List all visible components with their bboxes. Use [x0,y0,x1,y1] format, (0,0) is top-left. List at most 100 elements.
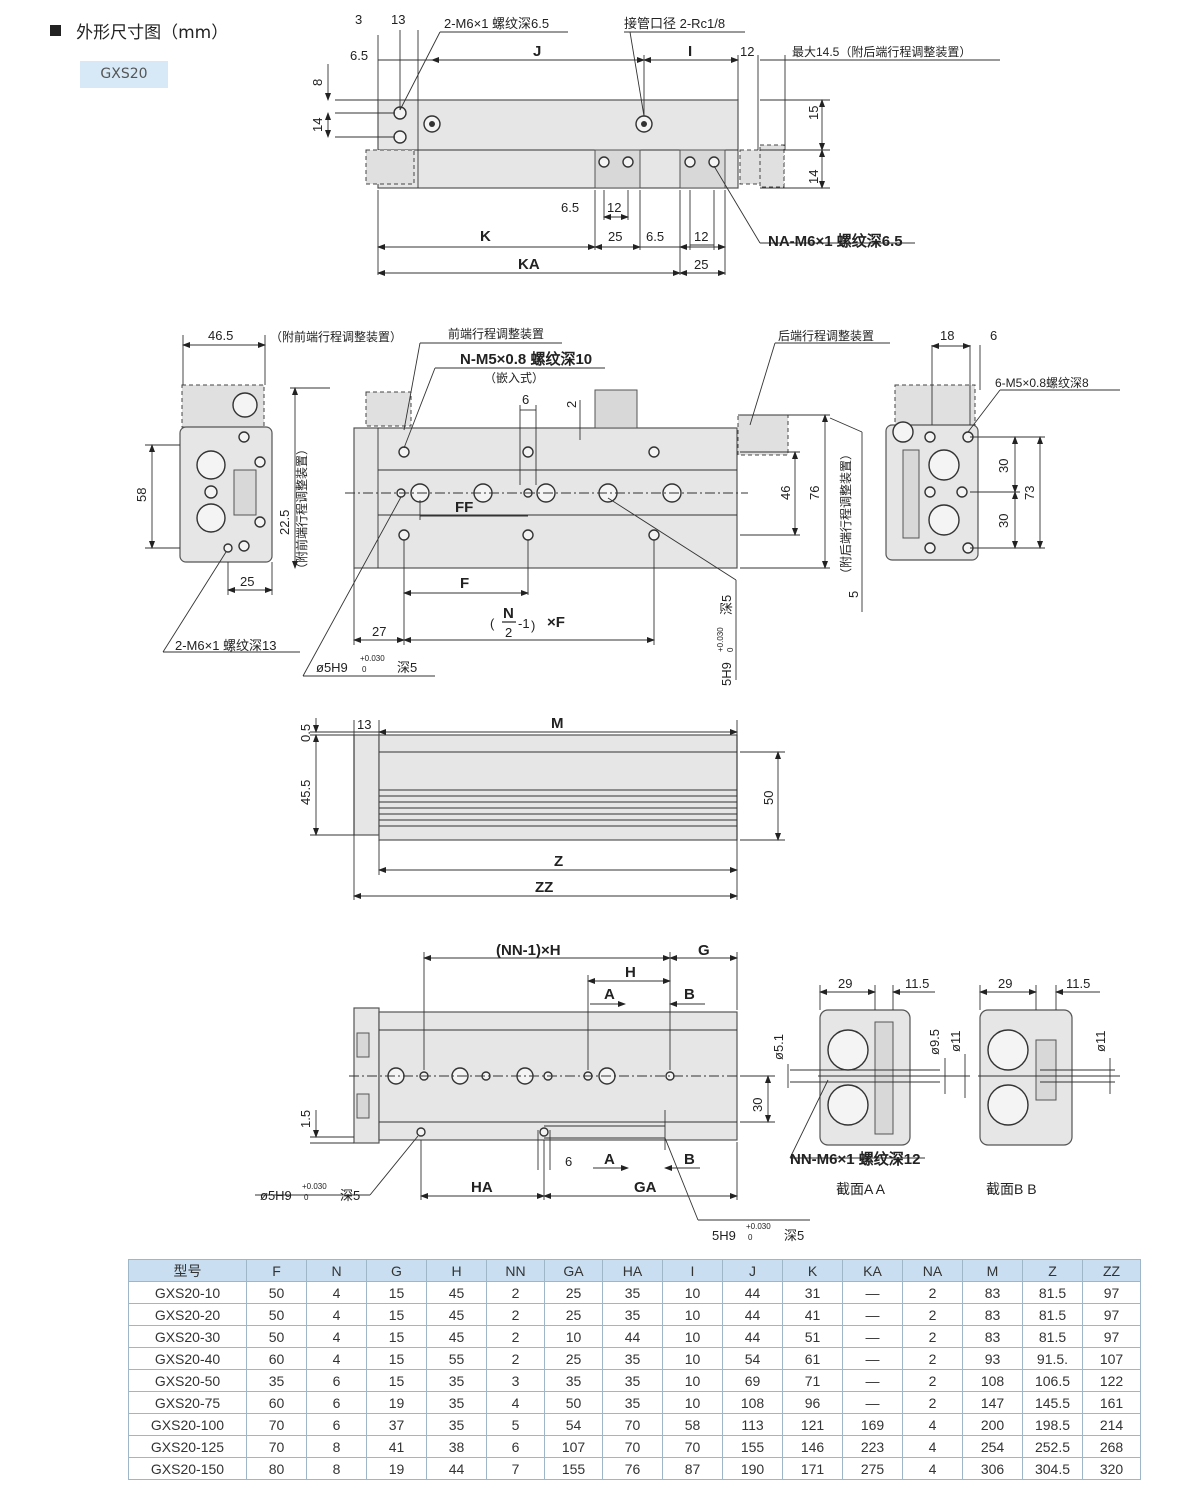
table-cell: 5 [486,1413,545,1436]
table-cell: 6 [306,1391,367,1414]
dim-12c: 12 [694,229,708,244]
table-cell: 4 [486,1391,545,1414]
table-cell: 2 [902,1325,963,1348]
table-cell: 198.5 [1022,1413,1083,1436]
slot-tol-upper-b: +0.030 [746,1222,771,1231]
note-pin-hole: ø5H9 [316,660,348,675]
table-cell: 147 [962,1391,1023,1414]
table-cell: 54 [722,1347,783,1370]
table-cell: 25 [544,1347,603,1370]
note-front-adj-paren: （附前端行程调整装置） [270,329,402,344]
table-cell: 4 [306,1303,367,1326]
dim-ga: GA [634,1179,657,1196]
formula-minus-1: -1 [518,616,530,631]
note-2-m6-13: 2-M6×1 螺纹深13 [175,638,277,653]
table-cell: 35 [602,1391,663,1414]
table-header-cell: J [722,1259,783,1282]
dim-25: 25 [608,229,622,244]
front-view: 46.5 （附前端行程调整装置） 前端行程调整装置 N-M5×0.8 螺纹深10… [134,326,1120,686]
table-cell: 108 [962,1369,1023,1392]
model-tab[interactable]: GXS20 [80,61,168,88]
table-header-cell: I [662,1259,723,1282]
table-header-cell: M [962,1259,1023,1282]
dim-45-5: 45.5 [298,780,313,805]
dim-25b: 25 [694,257,708,272]
table-cell: 93 [962,1347,1023,1370]
dim-8: 8 [310,79,325,86]
note-max-stroke: 最大14.5（附后端行程调整装置） [792,44,971,59]
table-cell: 275 [842,1457,903,1480]
table-cell: 76 [602,1457,663,1480]
dim-6-bottom: 6 [565,1154,572,1169]
table-cell: 50 [246,1325,307,1348]
dim-6: 6 [522,392,529,407]
table-cell: 7 [486,1457,545,1480]
table-cell: 4 [306,1281,367,1304]
table-cell: 61 [782,1347,843,1370]
table-cell: 35 [602,1281,663,1304]
table-cell: 81.5 [1022,1281,1083,1304]
note-front-adj-vertical: （附前端行程调整装置） [294,443,309,575]
table-cell: 50 [246,1303,307,1326]
table-cell: 268 [1082,1435,1141,1458]
dim-50: 50 [761,791,776,805]
formula-paren-close: ) [531,618,535,633]
table-cell: 155 [544,1457,603,1480]
dim-6-5c: 6.5 [646,229,664,244]
table-cell: 55 [426,1347,487,1370]
dim-z: Z [554,853,563,870]
table-cell: 113 [722,1413,783,1436]
note-embedded: （嵌入式） [484,371,544,385]
table-cell: — [842,1281,903,1304]
dim-6-5: 6.5 [350,48,368,63]
table-cell: — [842,1369,903,1392]
table-cell: 70 [602,1413,663,1436]
dim-12: 12 [740,44,754,59]
dim-27: 27 [372,624,386,639]
dim-14b: 14 [806,170,821,184]
pin-depth: 深5 [397,660,417,675]
bottom-view: (NN-1)×H G H A B 1.5 30 6 A B HA GA ø5H9… [255,942,810,1243]
table-cell: 10 [662,1281,723,1304]
table-cell: 70 [246,1413,307,1436]
dim-46-5: 46.5 [208,328,233,343]
note-slot-bottom: 5H9 [712,1228,736,1243]
side-view: 0.5 13 M 45.5 50 Z ZZ [298,715,785,900]
formula-n: N [503,605,514,622]
table-cell: 10 [662,1303,723,1326]
table-cell: 6 [306,1413,367,1436]
dim-13-side: 13 [357,717,371,732]
table-cell: GXS20-100 [128,1413,247,1436]
table-cell: — [842,1391,903,1414]
dim-ff: FF [455,499,473,516]
table-cell: 214 [1082,1413,1141,1436]
table-cell: 252.5 [1022,1435,1083,1458]
table-cell: 8 [306,1457,367,1480]
table-cell: 19 [366,1457,427,1480]
table-cell: 10 [662,1347,723,1370]
table-cell: 41 [366,1435,427,1458]
table-cell: 19 [366,1391,427,1414]
table-cell: 44 [426,1457,487,1480]
table-cell: 35 [602,1347,663,1370]
slot-tol-upper: +0.030 [716,627,725,652]
table-cell: 97 [1082,1303,1141,1326]
table-cell: 190 [722,1457,783,1480]
dim-11-aa: ø11 [948,1031,963,1052]
table-cell: 15 [366,1369,427,1392]
table-cell: GXS20-50 [128,1369,247,1392]
table-cell: — [842,1347,903,1370]
table-cell: 146 [782,1435,843,1458]
dim-a2: A [604,1151,615,1168]
table-cell: 41 [782,1303,843,1326]
dim-zz: ZZ [535,879,553,896]
note-slot: 5H9 [719,662,734,686]
heading-title: 外形尺寸图（mm） [76,23,229,43]
table-header-cell: H [426,1259,487,1282]
table-cell: 60 [246,1391,307,1414]
table-cell: 10 [662,1391,723,1414]
table-cell: 35 [426,1413,487,1436]
